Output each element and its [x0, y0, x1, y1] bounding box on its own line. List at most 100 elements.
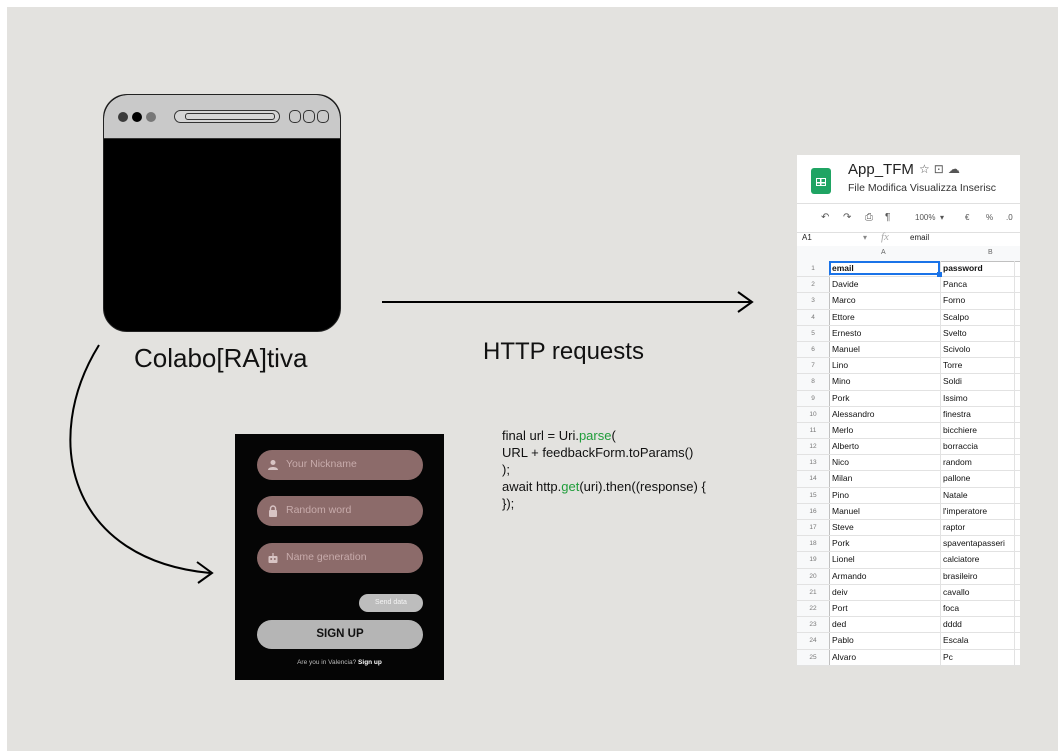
spreadsheet-title[interactable]: App_TFM	[848, 161, 914, 178]
name-generation-field[interactable]: Name generation	[257, 543, 423, 573]
row-number[interactable]: 12	[797, 439, 830, 455]
cell-password[interactable]: Escala	[943, 635, 969, 646]
move-to-folder-icon[interactable]: ⊡	[933, 162, 948, 176]
nickname-field[interactable]: Your Nickname	[257, 450, 423, 480]
row-number[interactable]: 2	[797, 277, 830, 293]
cell-email[interactable]: Pino	[832, 489, 850, 500]
redo-icon[interactable]: ↷	[843, 212, 852, 223]
cell-password[interactable]: random	[943, 457, 972, 468]
cell-email[interactable]: Alvaro	[832, 651, 857, 662]
cell-email[interactable]: Lino	[832, 360, 849, 371]
cell-password[interactable]: dddd	[943, 619, 962, 630]
cell-password[interactable]: spaventapasseri	[943, 538, 1005, 549]
row-number[interactable]: 3	[797, 293, 830, 309]
cell-password[interactable]: Svelto	[943, 327, 967, 338]
formula-input[interactable]: email	[910, 233, 930, 242]
cell-password[interactable]: calciatore	[943, 554, 980, 565]
cell-password[interactable]: cavallo	[943, 586, 970, 597]
cell-email[interactable]: Alessandro	[832, 408, 875, 419]
cell-email[interactable]: Merlo	[832, 424, 854, 435]
cell-email[interactable]: Milan	[832, 473, 853, 484]
cell-email[interactable]: deiv	[832, 586, 848, 597]
cell-email[interactable]: Marco	[832, 295, 856, 306]
cell-email[interactable]: Steve	[832, 522, 854, 532]
cell-password[interactable]: borraccia	[943, 441, 978, 452]
sign-up-button[interactable]: SIGN UP	[257, 620, 423, 649]
cell-password[interactable]: Natale	[943, 489, 968, 500]
cell-password[interactable]: Panca	[943, 279, 968, 290]
cell-email[interactable]: email	[832, 263, 854, 273]
cell-email[interactable]: Ernesto	[832, 327, 862, 338]
cell-password[interactable]: Issimo	[943, 392, 968, 403]
cell-email[interactable]: Pablo	[832, 635, 854, 646]
cell-email[interactable]: Nico	[832, 457, 850, 468]
star-icon[interactable]: ☆	[919, 162, 934, 176]
row-number[interactable]: 22	[797, 600, 830, 617]
cell-email[interactable]: Davide	[832, 279, 859, 290]
decimal-format-button[interactable]: .0	[1006, 213, 1013, 222]
column-header-a[interactable]: A	[881, 249, 886, 256]
cell-password[interactable]: Torre	[943, 360, 963, 371]
row-number[interactable]: 9	[797, 390, 830, 406]
cell-password[interactable]: bicchiere	[943, 424, 978, 435]
cell-password[interactable]: raptor	[943, 522, 966, 532]
cell-email[interactable]: Alberto	[832, 441, 859, 452]
row-number[interactable]: 10	[797, 406, 830, 422]
send-data-button[interactable]: Send data	[359, 594, 423, 612]
print-icon[interactable]: ⎙	[865, 212, 873, 223]
cell-password[interactable]: Soldi	[943, 376, 962, 387]
row-number[interactable]: 7	[797, 358, 830, 374]
row-number[interactable]: 23	[797, 617, 830, 633]
row-number[interactable]: 5	[797, 325, 830, 341]
cell-email[interactable]: Mino	[832, 376, 851, 387]
chevron-down-icon[interactable]: ▾	[940, 213, 945, 222]
row-number[interactable]: 19	[797, 552, 830, 568]
cell-email[interactable]: Manuel	[832, 343, 860, 354]
paint-format-icon[interactable]: ¶	[885, 212, 891, 223]
undo-icon[interactable]: ↶	[821, 212, 830, 223]
cell-email[interactable]: Lionel	[832, 554, 855, 565]
zoom-select[interactable]: 100%	[915, 213, 936, 222]
cell-email[interactable]: Port	[832, 602, 848, 613]
cell-password[interactable]: password	[943, 263, 983, 273]
currency-format-button[interactable]: €	[965, 213, 970, 222]
cloud-status-icon[interactable]: ☁	[947, 162, 964, 176]
chevron-down-icon[interactable]: ▾	[863, 233, 868, 242]
menu-bar[interactable]: File Modifica Visualizza Inserisc	[848, 182, 997, 194]
cell-password[interactable]: Forno	[943, 295, 966, 306]
cell-email[interactable]: Armando	[832, 570, 867, 581]
row-number[interactable]: 18	[797, 536, 830, 552]
random-word-field[interactable]: Random word	[257, 496, 423, 526]
cell-password[interactable]: Scalpo	[943, 311, 969, 322]
row-number[interactable]: 16	[797, 503, 830, 519]
row-number[interactable]: 4	[797, 309, 830, 325]
row-number[interactable]: 15	[797, 487, 830, 503]
cell-email[interactable]: Manuel	[832, 505, 860, 516]
cell-password[interactable]: brasileiro	[943, 570, 978, 581]
row-number[interactable]: 14	[797, 471, 830, 487]
cell-email[interactable]: Ettore	[832, 311, 855, 322]
cell-reference[interactable]: A1	[802, 233, 812, 242]
row-number[interactable]: 8	[797, 374, 830, 390]
column-header-b[interactable]: B	[988, 249, 993, 256]
cell-email[interactable]: Pork	[832, 538, 850, 549]
cell-password[interactable]: Scivolo	[943, 343, 971, 354]
row-number[interactable]: 25	[797, 649, 830, 665]
percent-format-button[interactable]: %	[986, 213, 994, 222]
cell-password[interactable]: pallone	[943, 473, 971, 484]
fill-handle[interactable]	[937, 272, 942, 277]
row-number[interactable]: 6	[797, 341, 830, 358]
row-number[interactable]: 21	[797, 584, 830, 600]
cell-password[interactable]: l'imperatore	[943, 505, 988, 516]
row-number[interactable]: 17	[797, 520, 830, 536]
cell-email[interactable]: ded	[832, 619, 847, 630]
row-number[interactable]: 24	[797, 633, 830, 649]
row-number[interactable]: 13	[797, 455, 830, 471]
cell-password[interactable]: finestra	[943, 408, 971, 419]
cell-password[interactable]: foca	[943, 602, 960, 613]
footer-signup-link[interactable]: Sign up	[358, 659, 382, 666]
row-number[interactable]: 20	[797, 568, 830, 584]
cell-password[interactable]: Pc	[943, 651, 953, 662]
cell-email[interactable]: Pork	[832, 392, 850, 403]
row-number[interactable]: 11	[797, 422, 830, 439]
